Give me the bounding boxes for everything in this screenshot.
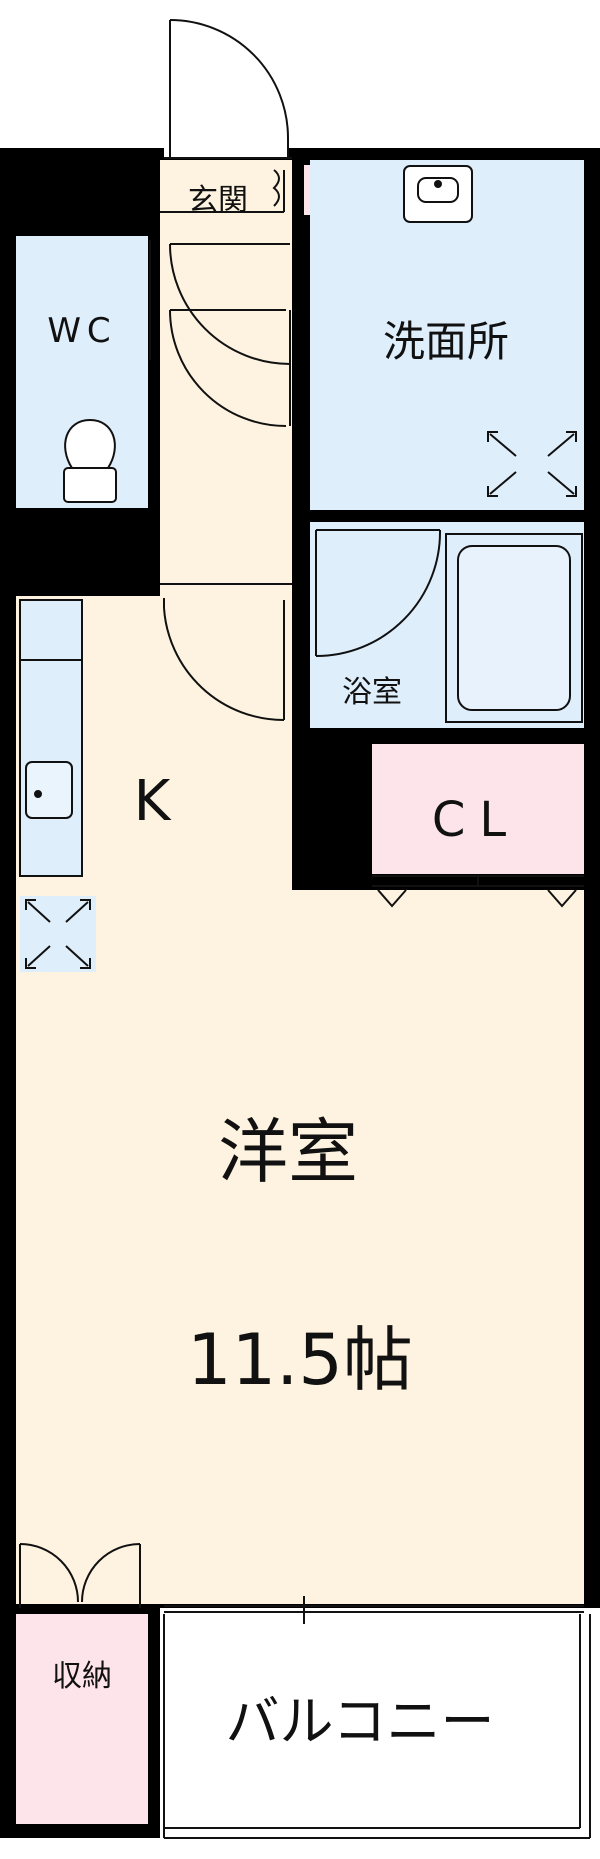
main-room-floor <box>16 596 584 1604</box>
entrance-label: 玄関 <box>188 183 248 218</box>
balcony-rail <box>163 1596 591 1839</box>
bathroom-fixtures <box>315 529 583 723</box>
closet-doors <box>372 875 584 908</box>
storage-floor <box>16 1614 148 1824</box>
storage-doors <box>19 1543 141 1608</box>
entrance-floor <box>160 160 292 228</box>
washroom-fixtures <box>403 165 577 497</box>
washbasin-icon <box>403 165 473 223</box>
fan-icon <box>487 431 577 497</box>
sink-icon <box>25 761 73 819</box>
toilet-icon <box>64 418 116 469</box>
front-door <box>164 18 292 159</box>
closet-label: CL <box>432 792 520 848</box>
wc-fixtures <box>63 240 151 503</box>
western-room-label: 洋室 <box>218 1111 358 1193</box>
balcony-floor <box>160 1614 592 1844</box>
corridor-floor <box>160 228 292 596</box>
wc-label: WC <box>47 311 116 351</box>
room-size-label: 11.5帖 <box>187 1319 413 1401</box>
fan-icon-kitchen <box>20 896 96 972</box>
corridor-doors <box>160 243 292 722</box>
storage-label: 収納 <box>52 1659 112 1694</box>
room-labels: 玄関 WC 洗面所 浴室 K CL 洋室 11.5帖 収納 バルコニー <box>47 183 520 1753</box>
bathroom-label: 浴室 <box>342 675 402 710</box>
closet-floor <box>372 744 584 874</box>
washroom-label: 洗面所 <box>383 317 509 366</box>
kitchen-counter <box>20 600 82 876</box>
entrance-step <box>160 169 285 213</box>
kitchen-label: K <box>134 769 172 834</box>
kitchen-fixtures <box>19 599 96 972</box>
balcony-label: バルコニー <box>226 1690 495 1753</box>
